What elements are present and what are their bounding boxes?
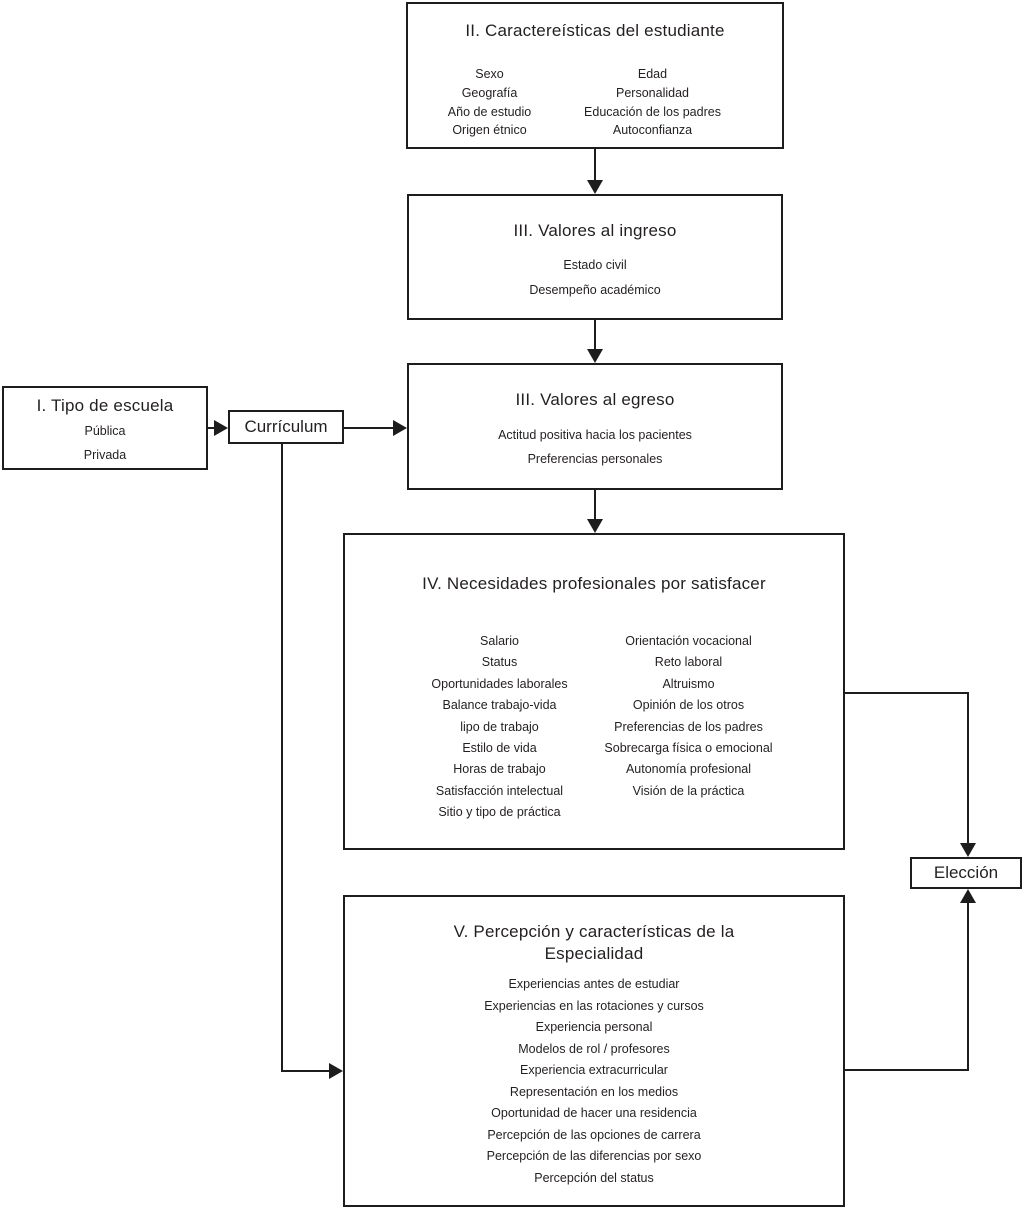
list-item: Percepción de las diferencias por sexo [486,1149,702,1163]
list-item: Status [481,655,518,670]
box-specialty-perception-title-line2: Especialidad [544,944,644,963]
list-item: Estilo de vida [462,741,537,756]
list-item: Personalidad [616,85,689,100]
student-right-column: Edad Personalidad Educación de los padre… [571,65,782,140]
list-item: Experiencias antes de estudiar [508,977,680,991]
list-item: Educación de los padres [584,104,721,119]
list-item: Edad [637,67,668,81]
box-curriculum-label: Currículum [244,417,328,436]
list-item: Sobrecarga física o emocional [604,741,773,756]
box-school-type: I. Tipo de escuela Pública Privada [2,386,208,470]
list-item: Origen étnico [452,123,527,138]
list-item: Año de estudio [447,104,532,119]
student-left-column: Sexo Geografía Año de estudio Origen étn… [408,65,571,140]
list-item: Opinión de los otros [632,698,745,713]
arrow-professional-needs-to-choice [845,692,976,857]
list-item: Oportunidad de hacer una residencia [491,1106,697,1120]
list-item: Geografía [461,85,518,100]
box-professional-needs-title: IV. Necesidades profesionales por satisf… [422,574,766,593]
list-item: Sexo [475,67,504,81]
box-specialty-perception-title: V. Percepción y características de la Es… [345,921,843,965]
list-item: Actitud positiva hacia los pacientes [498,428,692,442]
arrow-values-exit-to-professional-needs [587,490,603,533]
list-item: Orientación vocacional [625,634,752,648]
list-item: Desempeño académico [529,282,661,297]
list-item: Pública [84,424,126,438]
list-item: Experiencia personal [535,1020,653,1034]
professional-needs-left-column: Salario Status Oportunidades laborales B… [405,631,594,824]
list-item: Preferencias de los padres [614,719,763,734]
list-item: Balance trabajo-vida [442,698,557,713]
list-item: Preferencias personales [527,452,663,466]
box-specialty-perception-title-line1: V. Percepción y características de la [453,922,735,941]
box-values-entry-title: III. Valores al ingreso [513,221,677,240]
arrow-values-entry-to-values-exit [587,320,603,363]
list-item: Estado civil [563,258,627,272]
box-values-exit: III. Valores al egreso Actitud positiva … [407,363,783,490]
list-item: Oportunidades laborales [431,676,568,691]
list-item: Experiencias en las rotaciones y cursos [484,998,704,1013]
arrow-curriculum-to-specialty-perception [281,444,343,1079]
box-curriculum: Currículum [228,410,344,444]
list-item: Autonomía profesional [625,762,752,777]
list-item: Modelos de rol / profesores [518,1041,670,1056]
list-item: Sitio y tipo de práctica [438,805,561,820]
list-item: Privada [83,448,127,462]
arrow-curriculum-to-values-exit [344,420,407,436]
box-school-type-title: I. Tipo de escuela [36,396,174,415]
list-item: Percepción de las opciones de carrera [487,1127,701,1142]
arrow-specialty-perception-to-choice [845,889,976,1071]
box-student-characteristics: II. Caractereísticas del estudiante Sexo… [406,2,784,149]
list-item: Autoconfianza [612,123,693,138]
box-student-characteristics-title: II. Caractereísticas del estudiante [465,21,725,40]
professional-needs-right-column: Orientación vocacional Reto laboral Altr… [594,631,783,824]
list-item: Reto laboral [654,655,723,670]
box-choice-label: Elección [933,863,999,882]
list-item: Percepción del status [534,1170,654,1185]
list-item: Representación en los medios [509,1084,679,1099]
list-item: Visión de la práctica [632,783,745,798]
list-item: Satisfacción intelectual [435,783,564,798]
box-choice: Elección [910,857,1022,889]
box-professional-needs: IV. Necesidades profesionales por satisf… [343,533,845,850]
box-specialty-perception: V. Percepción y características de la Es… [343,895,845,1207]
list-item: Salario [480,634,519,648]
arrow-school-type-to-curriculum [208,420,228,436]
box-values-entry: III. Valores al ingreso Estado civil Des… [407,194,783,320]
list-item: Experiencia extracurricular [520,1063,668,1077]
arrow-student-to-values-entry [587,149,603,194]
box-values-exit-title: III. Valores al egreso [515,390,675,409]
list-item: Horas de trabajo [453,762,546,777]
list-item: lipo de trabajo [460,719,539,734]
list-item: Altruismo [662,676,715,691]
